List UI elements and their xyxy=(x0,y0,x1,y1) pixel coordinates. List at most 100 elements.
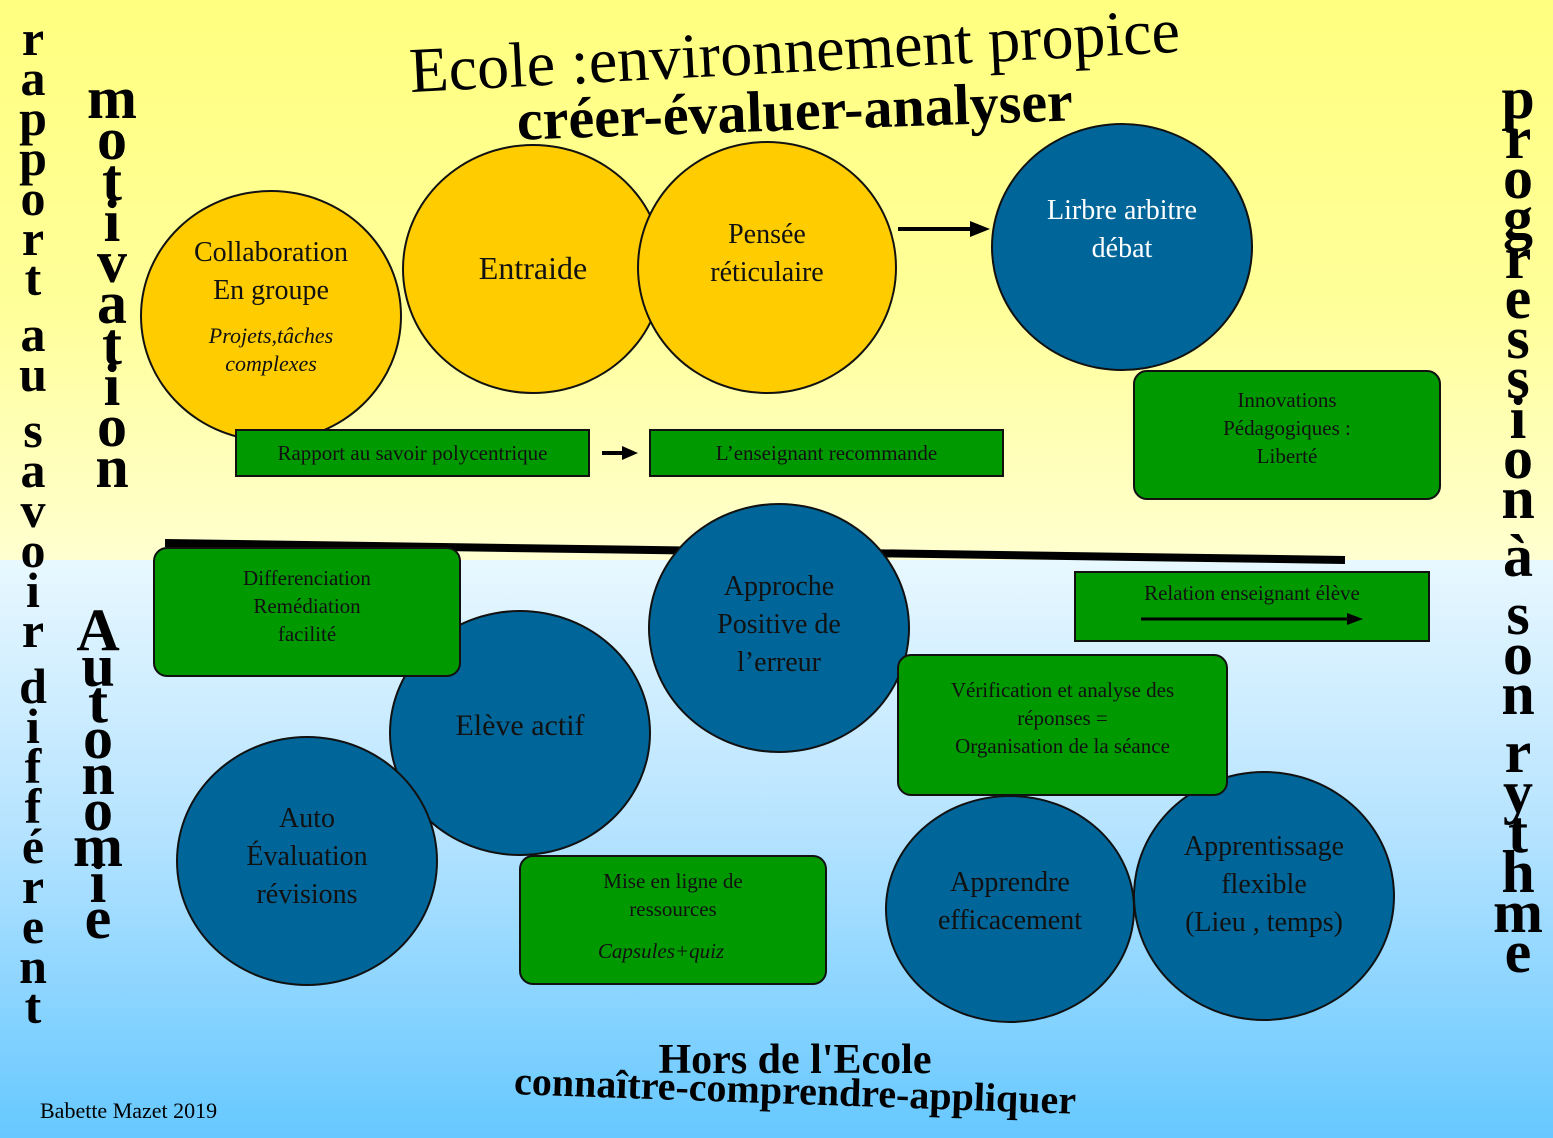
bottom-title-line-2: connaître-comprendre-appliquer xyxy=(513,1058,1076,1123)
vertical-letter: s xyxy=(23,402,43,458)
vertical-letter: u xyxy=(19,346,47,402)
box-relation-label: Relation enseignant élève xyxy=(1144,581,1360,605)
node-libre-line-2: débat xyxy=(1091,233,1153,264)
box-differenciation-line-1: Differenciation xyxy=(243,566,371,590)
vertical-letter: r xyxy=(21,210,45,266)
node-pensee-line-2: réticulaire xyxy=(710,256,824,288)
vertical-letter: r xyxy=(21,602,45,658)
node-entraide: Entraide xyxy=(402,144,664,394)
node-approche-line-3: l’erreur xyxy=(737,647,821,678)
box-differenciation-line-2: Remédiation xyxy=(253,594,361,618)
node-auto-line-1: Auto xyxy=(279,803,335,834)
vertical-letter: p xyxy=(19,130,47,186)
node-pensee-line-1: Pensée xyxy=(728,218,806,250)
vertical-letter: s xyxy=(1506,345,1530,411)
vertical-letter: e xyxy=(21,898,45,954)
vertical-letter: f xyxy=(24,778,42,834)
bottom-title-line-1: Hors de l'Ecole xyxy=(659,1037,932,1083)
node-apprendre-line-2: efficacement xyxy=(937,905,1083,936)
box-differenciation: Differenciation Remédiation facilité xyxy=(153,547,461,677)
vertical-letter: a xyxy=(97,270,127,336)
vertical-letter: t xyxy=(24,978,42,1034)
box-mise-en-ligne: Mise en ligne de ressources Capsules+qui… xyxy=(519,855,827,985)
node-pensee-reticulaire: Pensée réticulaire xyxy=(637,141,897,394)
vertical-letter: r xyxy=(21,858,45,914)
box-verification-line-2: réponses = xyxy=(1017,706,1108,730)
vertical-letter: o xyxy=(97,393,127,459)
vertical-letter: é xyxy=(21,818,45,874)
relation-arrow xyxy=(1141,613,1363,625)
node-collaboration-note-1: Projets,tâches xyxy=(208,323,334,348)
vertical-letter: t xyxy=(102,147,122,213)
box-mise-note: Capsules+quiz xyxy=(597,939,725,963)
node-collaboration: Collaboration En groupe Projets,tâches c… xyxy=(140,190,402,442)
vertical-letter: v xyxy=(97,229,127,295)
box-innovations-line-2: Pédagogiques : xyxy=(1223,416,1351,440)
arrow-to-enseignant-head xyxy=(622,446,638,460)
box-enseignant-label: L’enseignant recommande xyxy=(715,441,938,465)
box-verification-line-1: Vérification et analyse des xyxy=(950,678,1175,702)
node-approche-line-2: Positive de xyxy=(717,609,841,640)
vertical-letter: a xyxy=(20,306,46,362)
vertical-letter: i xyxy=(26,562,40,618)
node-libre-line-1: Lirbre arbitre xyxy=(1046,195,1198,226)
box-rapport-savoir: Rapport au savoir polycentrique xyxy=(235,429,590,477)
node-eleve-label: Elève actif xyxy=(455,709,585,742)
vertical-letter: n xyxy=(95,434,129,500)
box-enseignant-recommande: L’enseignant recommande xyxy=(649,429,1004,477)
node-flexible-line-3: (Lieu , temps) xyxy=(1185,907,1343,938)
vertical-letter: o xyxy=(20,170,46,226)
box-relation-enseignant-eleve: Relation enseignant élève xyxy=(1074,571,1430,642)
box-differenciation-line-3: facilité xyxy=(277,622,337,646)
box-verification-line-3: Organisation de la séance xyxy=(955,734,1170,758)
node-flexible-line-1: Apprentissage xyxy=(1183,831,1345,862)
vertical-letter: i xyxy=(89,849,107,915)
node-libre-arbitre: Lirbre arbitre débat xyxy=(991,123,1253,371)
vertical-letter: i xyxy=(26,698,40,754)
node-apprentissage-flexible: Apprentissage flexible (Lieu , temps) xyxy=(1133,771,1395,1021)
vertical-letter: f xyxy=(24,738,42,794)
node-approche-positive: Approche Positive de l’erreur xyxy=(648,503,910,753)
node-collaboration-note-2: complexes xyxy=(225,351,317,376)
vertical-letter: r xyxy=(21,10,45,66)
credit-text: Babette Mazet 2019 xyxy=(40,1098,217,1123)
vertical-letter: m xyxy=(87,65,137,131)
vertical-letter: p xyxy=(19,90,47,146)
box-innovations: Innovations Pédagogiques : Liberté xyxy=(1133,370,1441,500)
vertical-letter: t xyxy=(24,250,42,306)
vertical-letter: a xyxy=(20,50,46,106)
box-innovations-line-3: Liberté xyxy=(1256,444,1318,468)
vertical-letter: a xyxy=(20,442,46,498)
vertical-letter: o xyxy=(20,522,46,578)
vertical-letter: i xyxy=(103,188,121,254)
box-innovations-line-1: Innovations xyxy=(1237,388,1337,412)
vertical-letter: n xyxy=(19,938,47,994)
box-mise-line-1: Mise en ligne de xyxy=(603,869,743,893)
node-apprendre-efficacement: Apprendre efficacement xyxy=(885,795,1135,1023)
vertical-letter: i xyxy=(1509,385,1527,451)
box-mise-line-2: ressources xyxy=(629,897,717,921)
node-flexible-line-2: flexible xyxy=(1221,869,1307,900)
vertical-letter: o xyxy=(97,106,127,172)
vertical-letter: t xyxy=(1508,799,1528,865)
vertical-letter: d xyxy=(19,658,47,714)
box-rapport-savoir-label: Rapport au savoir polycentrique xyxy=(277,441,548,465)
vertical-letter: t xyxy=(88,669,108,735)
arrow-to-libre-head xyxy=(970,221,990,237)
node-collaboration-line-2: En groupe xyxy=(213,275,329,306)
vertical-letter: i xyxy=(103,352,121,418)
node-approche-line-1: Approche xyxy=(723,571,835,602)
node-collaboration-line-1: Collaboration xyxy=(194,237,348,268)
vertical-letter: s xyxy=(1506,581,1530,647)
vertical-letter: v xyxy=(20,482,46,538)
node-entraide-label: Entraide xyxy=(478,249,588,286)
vertical-letter: e xyxy=(84,885,112,951)
box-verification-analyse: Vérification et analyse des réponses = O… xyxy=(897,654,1228,796)
vertical-letter: s xyxy=(1506,305,1530,371)
node-apprendre-line-1: Apprendre xyxy=(950,867,1070,898)
